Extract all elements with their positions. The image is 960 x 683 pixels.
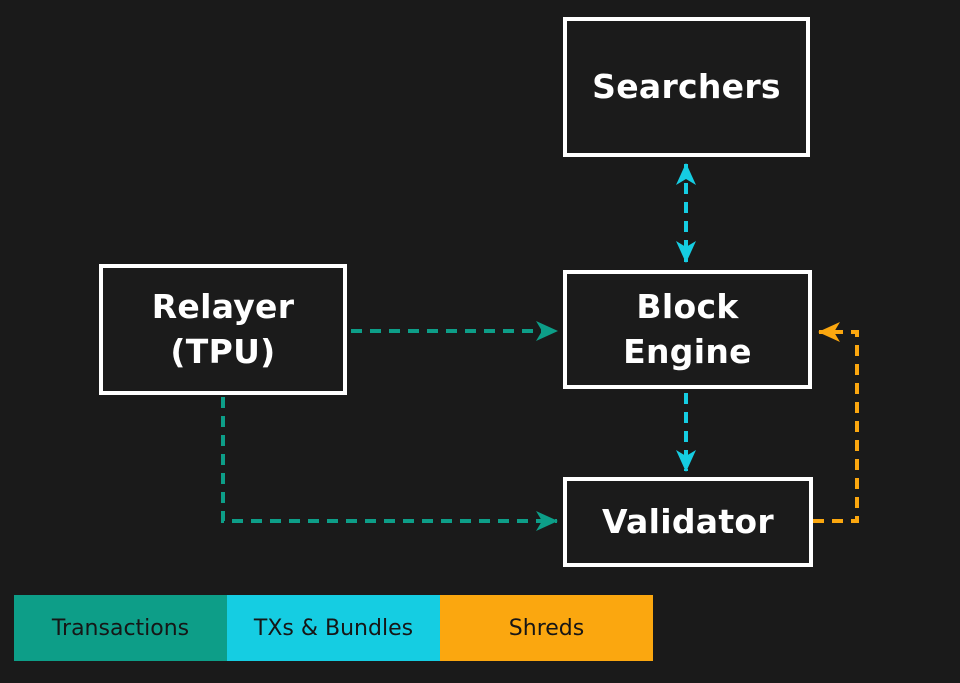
legend-label-transactions: Transactions xyxy=(51,615,190,641)
legend-item-txs-bundles: TXs & Bundles xyxy=(227,595,440,661)
legend-item-shreds: Shreds xyxy=(440,595,653,661)
edge-validator-blockengine xyxy=(813,322,859,523)
edge-relayer-validator xyxy=(221,397,558,531)
node-relayer-label-line1: Relayer xyxy=(151,286,295,326)
node-relayer-label-line2: (TPU) xyxy=(170,331,276,371)
node-block-engine-label-line2: Engine xyxy=(623,331,752,371)
node-block-engine-label-line1: Block xyxy=(636,286,739,326)
legend: Transactions TXs & Bundles Shreds xyxy=(14,595,653,661)
node-validator-label: Validator xyxy=(602,501,774,541)
node-validator: Validator xyxy=(563,477,813,567)
node-block-engine: Block Engine xyxy=(563,270,812,389)
legend-label-shreds: Shreds xyxy=(508,615,585,641)
node-searchers: Searchers xyxy=(563,17,810,157)
legend-item-transactions: Transactions xyxy=(14,595,227,661)
node-relayer-tpu: Relayer (TPU) xyxy=(99,264,347,395)
node-searchers-label: Searchers xyxy=(592,66,781,106)
legend-label-txs-bundles: TXs & Bundles xyxy=(253,615,414,641)
